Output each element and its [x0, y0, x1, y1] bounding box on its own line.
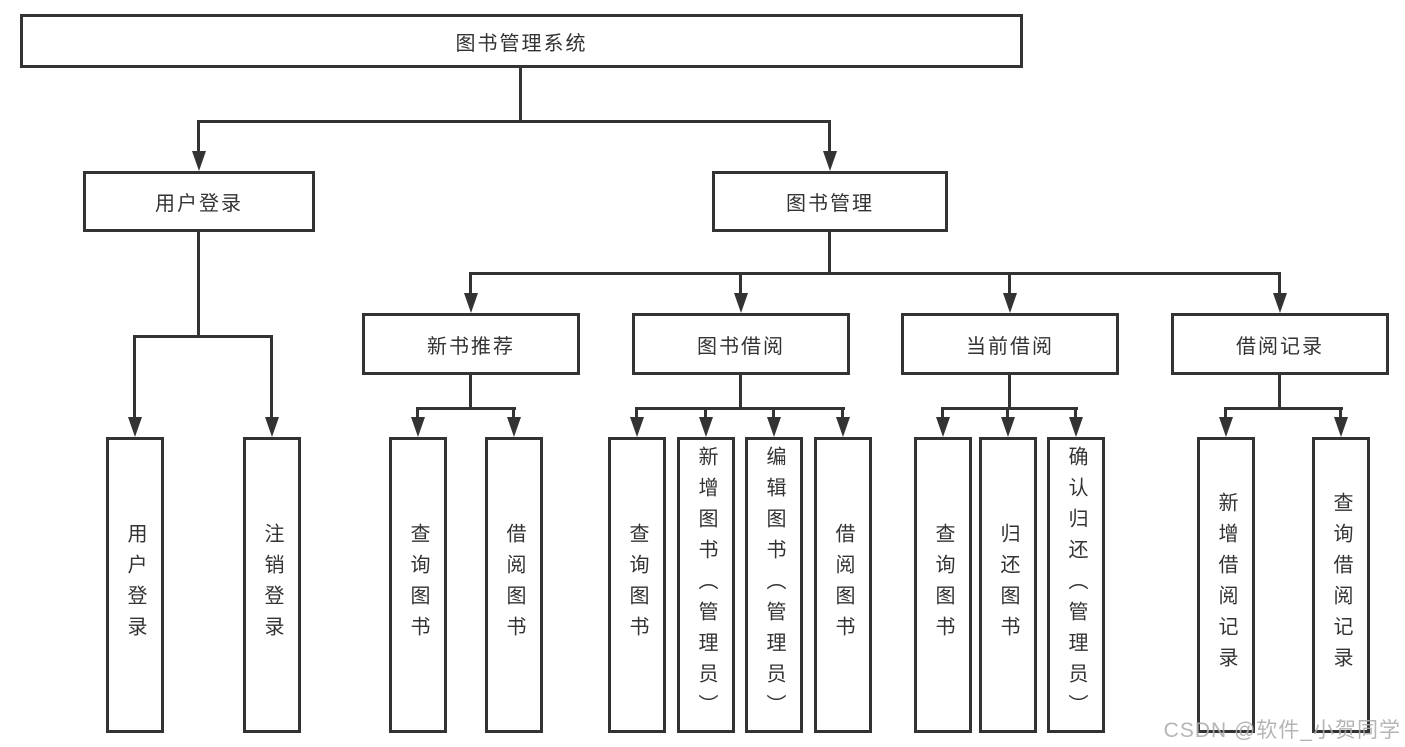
node-label: 新书推荐 — [427, 335, 515, 358]
arrowhead-down — [630, 417, 644, 437]
connector-line — [469, 375, 472, 407]
arrowhead-down — [1334, 417, 1348, 437]
arrowhead-down — [936, 417, 950, 437]
connector-line — [1006, 407, 1009, 419]
arrowhead-down — [507, 417, 521, 437]
leaf-borrow-books-recommend: 借阅图书 — [485, 437, 543, 733]
node-label: 借阅记录 — [1236, 335, 1324, 358]
leaf-label: 查询图书 — [932, 523, 954, 647]
leaf-return-book: 归还图书 — [979, 437, 1037, 733]
connector-line — [1008, 375, 1011, 407]
connector-line — [133, 335, 273, 338]
connector-line — [416, 407, 516, 410]
leaf-user-login: 用户登录 — [106, 437, 164, 733]
arrowhead-down — [836, 417, 850, 437]
connector-line — [197, 120, 831, 123]
connector-line — [270, 335, 273, 419]
arrowhead-down — [464, 293, 478, 313]
connector-line — [1339, 407, 1342, 419]
connector-line — [416, 407, 419, 419]
arrowhead-down — [1003, 293, 1017, 313]
node-current-borrowing: 当前借阅 — [901, 313, 1119, 375]
connector-line — [941, 407, 944, 419]
connector-line — [1278, 272, 1281, 295]
node-label: 用户登录 — [155, 193, 243, 215]
connector-line — [1074, 407, 1077, 419]
connector-line — [1008, 272, 1011, 295]
leaf-edit-book-admin: 编辑图书（管理员） — [745, 437, 803, 733]
leaf-label: 借阅图书 — [832, 523, 854, 647]
connector-line — [828, 120, 831, 153]
leaf-label: 用户登录 — [124, 523, 146, 647]
arrowhead-down — [823, 151, 837, 171]
csdn-watermark: CSDN @软件_小贺同学 — [1163, 719, 1401, 742]
connector-line — [1224, 407, 1227, 419]
leaf-query-books-recommend: 查询图书 — [389, 437, 447, 733]
leaf-query-books-current: 查询图书 — [914, 437, 972, 733]
leaf-add-borrow-record: 新增借阅记录 — [1197, 437, 1255, 733]
node-label: 图书管理系统 — [455, 32, 588, 55]
node-book-management: 图书管理 — [712, 171, 948, 232]
leaf-confirm-return-admin: 确认归还（管理员） — [1047, 437, 1105, 733]
connector-line — [133, 335, 136, 419]
connector-line — [469, 272, 1281, 275]
node-borrowing-records: 借阅记录 — [1171, 313, 1389, 375]
arrowhead-down — [1219, 417, 1233, 437]
node-book-borrowing: 图书借阅 — [632, 313, 850, 375]
node-label: 当前借阅 — [966, 335, 1054, 358]
leaf-label: 新增图书（管理员） — [695, 445, 717, 725]
connector-line — [519, 68, 522, 120]
leaf-label: 注销登录 — [261, 523, 283, 647]
connector-line — [635, 407, 638, 419]
connector-line — [841, 407, 844, 419]
connector-line — [704, 407, 707, 419]
node-library-management-system: 图书管理系统 — [20, 14, 1023, 68]
arrowhead-down — [1001, 417, 1015, 437]
leaf-query-books-borrowing: 查询图书 — [608, 437, 666, 733]
connector-line — [1278, 375, 1281, 407]
connector-line — [197, 232, 200, 335]
leaf-label: 查询图书 — [407, 523, 429, 647]
connector-line — [197, 120, 200, 153]
leaf-logout: 注销登录 — [243, 437, 301, 733]
arrowhead-down — [192, 151, 206, 171]
arrowhead-down — [128, 417, 142, 437]
connector-line — [941, 407, 1078, 410]
leaf-query-borrow-record: 查询借阅记录 — [1312, 437, 1370, 733]
node-user-login: 用户登录 — [83, 171, 315, 232]
arrowhead-down — [411, 417, 425, 437]
connector-line — [739, 375, 742, 407]
leaf-label: 查询借阅记录 — [1330, 492, 1352, 678]
arrowhead-down — [734, 293, 748, 313]
connector-line — [635, 407, 845, 410]
node-new-book-recommend: 新书推荐 — [362, 313, 580, 375]
leaf-label: 确认归还（管理员） — [1065, 445, 1087, 725]
arrowhead-down — [1273, 293, 1287, 313]
connector-line — [828, 232, 831, 272]
leaf-label: 借阅图书 — [503, 523, 525, 647]
connector-line — [1224, 407, 1343, 410]
leaf-label: 新增借阅记录 — [1215, 492, 1237, 678]
leaf-label: 编辑图书（管理员） — [763, 445, 785, 725]
connector-line — [739, 272, 742, 295]
arrowhead-down — [265, 417, 279, 437]
leaf-borrow-books-borrowing: 借阅图书 — [814, 437, 872, 733]
connector-line — [772, 407, 775, 419]
node-label: 图书借阅 — [697, 335, 785, 358]
arrowhead-down — [699, 417, 713, 437]
connector-line — [469, 272, 472, 295]
arrowhead-down — [767, 417, 781, 437]
arrowhead-down — [1069, 417, 1083, 437]
leaf-label: 查询图书 — [626, 523, 648, 647]
node-label: 图书管理 — [786, 193, 874, 215]
leaf-add-book-admin: 新增图书（管理员） — [677, 437, 735, 733]
leaf-label: 归还图书 — [997, 523, 1019, 647]
connector-line — [512, 407, 515, 419]
